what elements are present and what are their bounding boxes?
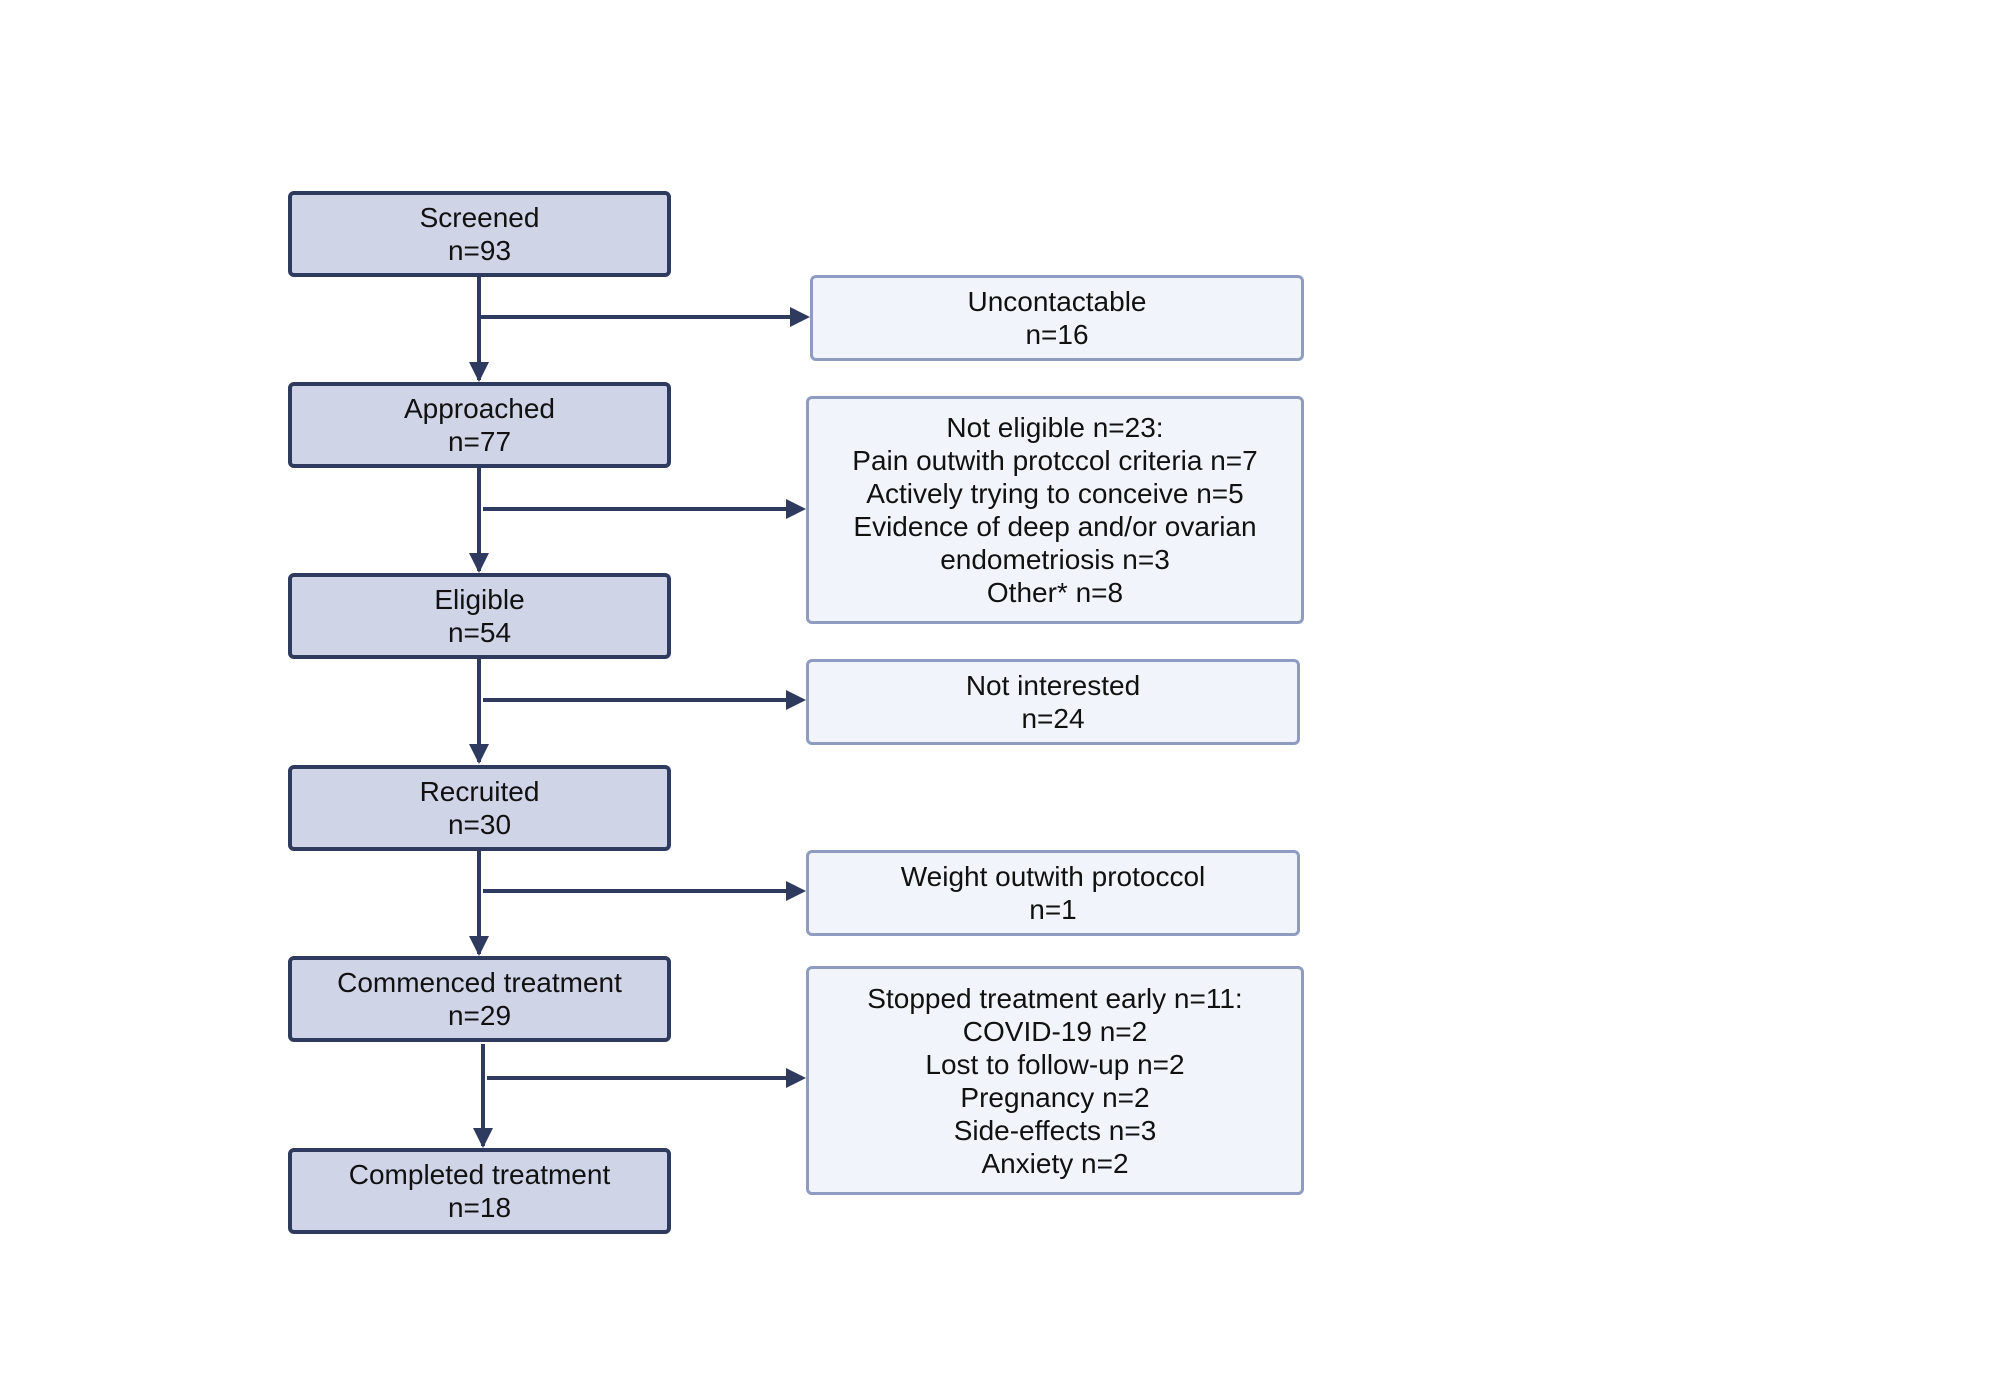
not-eligible-reason-2: Actively trying to conceive n=5 — [866, 478, 1244, 509]
stopped-reason-3: Pregnancy n=2 — [960, 1081, 1150, 1113]
arrowhead-recruited — [469, 744, 489, 764]
box-weight-title: Weight outwith protoccol — [900, 861, 1206, 892]
stopped-header: Stopped treatment early n=11: — [867, 982, 1243, 1014]
arrowhead-approached — [469, 362, 489, 382]
stopped-reason-5: Anxiety n=2 — [981, 1147, 1129, 1179]
box-not-eligible: Not eligible n=23: Pain outwith protccol… — [806, 396, 1304, 624]
not-eligible-header: Not eligible n=23: — [946, 412, 1164, 443]
not-eligible-reason-4: Other* n=8 — [986, 577, 1124, 608]
box-stopped: Stopped treatment early n=11: COVID-19 n… — [806, 966, 1304, 1195]
box-commenced-title: Commenced treatment — [337, 967, 622, 998]
box-eligible-title: Eligible — [434, 584, 525, 615]
arrowhead-uncontactable — [790, 307, 810, 327]
box-uncontactable-title: Uncontactable — [967, 286, 1147, 317]
arrowhead-stopped — [786, 1068, 806, 1088]
box-recruited-count: n=30 — [447, 809, 512, 840]
stopped-reason-4: Side-effects n=3 — [953, 1114, 1157, 1146]
box-eligible-count: n=54 — [447, 617, 512, 648]
box-recruited-title: Recruited — [419, 776, 540, 807]
box-uncontactable: Uncontactable n=16 — [810, 275, 1304, 361]
not-eligible-reason-1: Pain outwith protccol criteria n=7 — [852, 445, 1258, 476]
box-commenced: Commenced treatment n=29 — [288, 956, 671, 1042]
box-eligible: Eligible n=54 — [288, 573, 671, 659]
box-weight: Weight outwith protoccol n=1 — [806, 850, 1300, 936]
box-completed-count: n=18 — [447, 1192, 512, 1223]
arrowhead-commenced — [469, 936, 489, 956]
box-not-interested-count: n=24 — [1021, 703, 1085, 734]
box-approached-title: Approached — [403, 393, 555, 424]
arrowhead-not-interested — [786, 690, 806, 710]
box-uncontactable-count: n=16 — [1025, 319, 1089, 350]
arrowhead-completed — [473, 1128, 493, 1148]
arrowhead-eligible — [469, 553, 489, 573]
box-commenced-count: n=29 — [447, 1000, 512, 1031]
stopped-reason-2: Lost to follow-up n=2 — [925, 1048, 1185, 1080]
box-screened-title: Screened — [419, 202, 540, 233]
box-recruited: Recruited n=30 — [288, 765, 671, 851]
box-completed: Completed treatment n=18 — [288, 1148, 671, 1234]
stopped-reason-1: COVID-19 n=2 — [962, 1015, 1148, 1047]
box-approached: Approached n=77 — [288, 382, 671, 468]
box-screened-count: n=93 — [447, 235, 512, 266]
box-screened: Screened n=93 — [288, 191, 671, 277]
not-eligible-reason-3b: endometriosis n=3 — [940, 544, 1170, 575]
box-completed-title: Completed treatment — [348, 1159, 611, 1190]
box-approached-count: n=77 — [447, 426, 512, 457]
box-weight-count: n=1 — [1029, 894, 1077, 925]
arrowhead-weight — [786, 881, 806, 901]
not-eligible-reason-3a: Evidence of deep and/or ovarian — [853, 511, 1257, 542]
arrowhead-not-eligible — [786, 499, 806, 519]
box-not-interested: Not interested n=24 — [806, 659, 1300, 745]
box-not-interested-title: Not interested — [965, 670, 1141, 701]
